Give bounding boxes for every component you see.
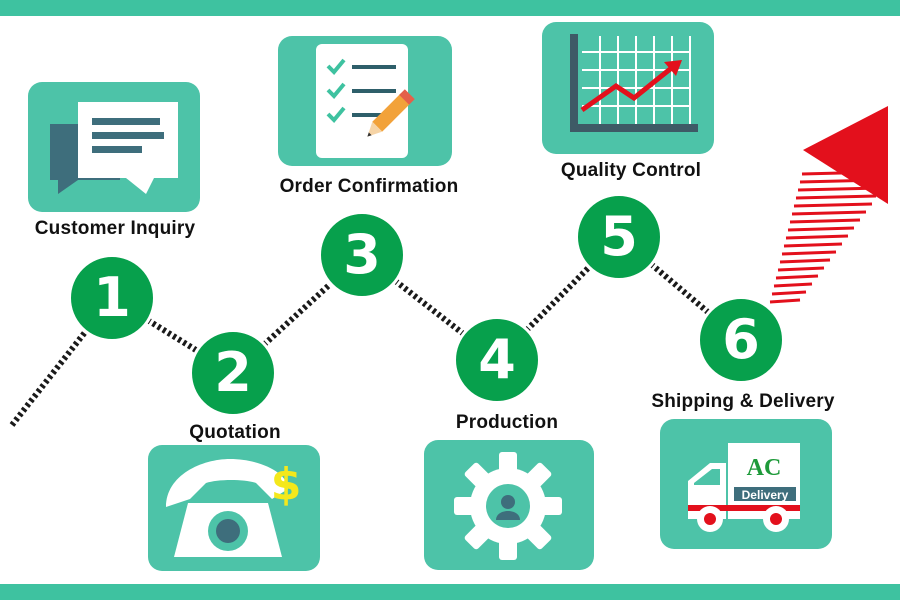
step-3-circle: 3 (318, 211, 406, 299)
gear-person-icon (454, 452, 562, 560)
quotation-tile: $ (148, 445, 320, 571)
truck-logo: AC (747, 455, 782, 481)
bottom-band (0, 584, 900, 600)
dollar-sign: $ (271, 459, 302, 510)
delivery-truck-icon: AC Delivery (688, 443, 800, 532)
rising-chart-icon (570, 34, 698, 132)
production-tile (424, 440, 594, 570)
step-4-label: Production (455, 412, 559, 433)
step-1-label: Customer Inquiry (34, 218, 196, 239)
truck-delivery-text: Delivery (742, 488, 789, 502)
step-2-label: Quotation (189, 422, 281, 443)
step-4-circle: 4 (453, 316, 541, 404)
step-1-circle: 1 (68, 254, 156, 342)
step-2-circle: 2 (189, 329, 277, 417)
customer-inquiry-tile (28, 82, 200, 212)
step-6-label: Shipping & Delivery (651, 391, 835, 412)
step-3-label: Order Confirmation (279, 176, 459, 197)
order-confirmation-tile (278, 36, 452, 166)
growth-arrow-icon (769, 106, 888, 304)
shipping-delivery-tile: AC Delivery (660, 419, 832, 549)
top-band (0, 0, 900, 16)
step-5-label: Quality Control (560, 160, 702, 181)
step-6-circle: 6 (697, 296, 785, 384)
step-5-circle: 5 (575, 193, 663, 281)
checklist-pencil-icon (316, 44, 415, 158)
chat-bubbles-icon (50, 102, 178, 194)
telephone-dollar-icon: $ (166, 459, 302, 557)
quality-control-tile (542, 22, 714, 154)
